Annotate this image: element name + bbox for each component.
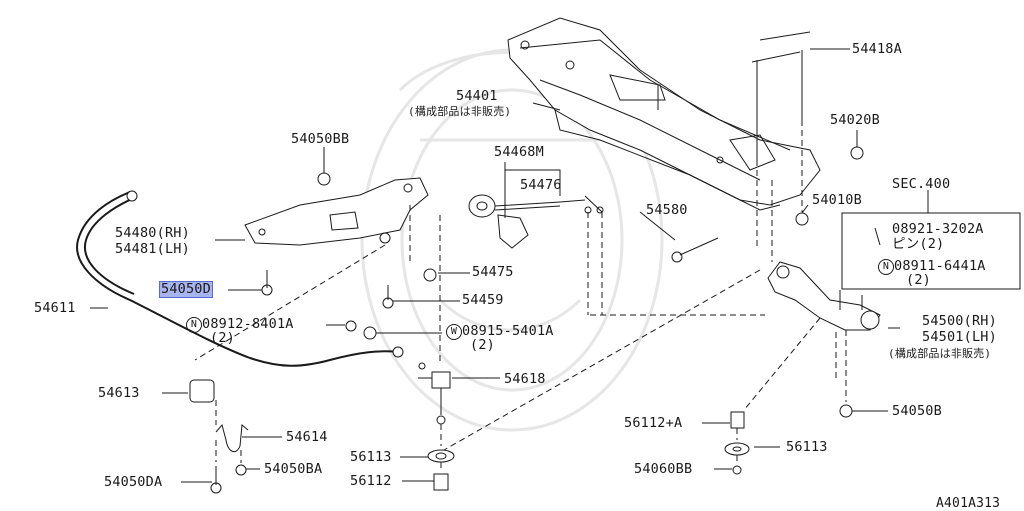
label-54481[interactable]: 54481(LH) bbox=[115, 241, 190, 257]
label-54500[interactable]: 54500(RH) bbox=[922, 313, 997, 329]
label-08911-text: 08911-6441A bbox=[894, 258, 986, 274]
sec400-box[interactable] bbox=[841, 212, 1021, 290]
stabilizer-link-54618[interactable] bbox=[418, 362, 451, 425]
n-circle-mark: N bbox=[186, 317, 202, 333]
label-08921[interactable]: 08921-3202A bbox=[892, 221, 984, 237]
label-54050D-highlighted[interactable]: 54050D bbox=[159, 281, 213, 298]
label-08912-sub: (2) bbox=[210, 330, 235, 346]
label-08912-text: 08912-8401A bbox=[202, 316, 294, 332]
crossmember-54401[interactable] bbox=[507, 17, 821, 211]
label-54010B[interactable]: 54010B bbox=[812, 192, 862, 208]
label-08915-text: 08915-5401A bbox=[462, 323, 554, 339]
label-56113-right[interactable]: 56113 bbox=[786, 439, 828, 455]
label-56112[interactable]: 56112 bbox=[350, 473, 392, 489]
bushing-54613[interactable] bbox=[189, 379, 215, 403]
label-08911-sub: (2) bbox=[906, 272, 931, 288]
label-54401[interactable]: 54401 bbox=[456, 88, 498, 104]
label-54611[interactable]: 54611 bbox=[34, 300, 76, 316]
label-56113-left[interactable]: 56113 bbox=[350, 449, 392, 465]
label-08921-sub: ピン(2) bbox=[892, 236, 945, 252]
control-arm-54500[interactable] bbox=[767, 261, 881, 331]
label-54480[interactable]: 54480(RH) bbox=[115, 225, 190, 241]
clamp-54614[interactable] bbox=[215, 423, 249, 453]
dashed-guides bbox=[194, 120, 847, 472]
label-54468M[interactable]: 54468M bbox=[494, 144, 544, 160]
w-circle-mark: W bbox=[446, 324, 462, 340]
n-circle-mark: N bbox=[878, 259, 894, 275]
label-54500-note: (構成部品は非販売) bbox=[888, 347, 992, 360]
label-54050DA[interactable]: 54050DA bbox=[104, 474, 163, 490]
diagram-code: A401A313 bbox=[936, 496, 1001, 511]
label-54476[interactable]: 54476 bbox=[520, 177, 562, 193]
label-54050BA[interactable]: 54050BA bbox=[264, 461, 323, 477]
bracket-54480[interactable] bbox=[244, 177, 429, 246]
label-54050BB[interactable]: 54050BB bbox=[291, 131, 350, 147]
label-54580[interactable]: 54580 bbox=[646, 202, 688, 218]
label-54475[interactable]: 54475 bbox=[472, 264, 514, 280]
label-08915-sub: (2) bbox=[470, 337, 495, 353]
label-sec400[interactable]: SEC.400 bbox=[892, 176, 951, 192]
label-54401-note: (構成部品は非販売) bbox=[408, 105, 512, 118]
label-54418A[interactable]: 54418A bbox=[852, 41, 902, 57]
label-54618[interactable]: 54618 bbox=[504, 371, 546, 387]
label-56112A[interactable]: 56112+A bbox=[624, 415, 683, 431]
label-54459[interactable]: 54459 bbox=[462, 292, 504, 308]
label-54020B[interactable]: 54020B bbox=[830, 112, 880, 128]
label-54501[interactable]: 54501(LH) bbox=[922, 329, 997, 345]
label-54614[interactable]: 54614 bbox=[286, 429, 328, 445]
label-54060BB[interactable]: 54060BB bbox=[634, 461, 693, 477]
leader-lines bbox=[90, 48, 929, 483]
label-54613[interactable]: 54613 bbox=[98, 385, 140, 401]
bushing-54476[interactable] bbox=[468, 194, 603, 249]
label-54050B[interactable]: 54050B bbox=[892, 403, 942, 419]
